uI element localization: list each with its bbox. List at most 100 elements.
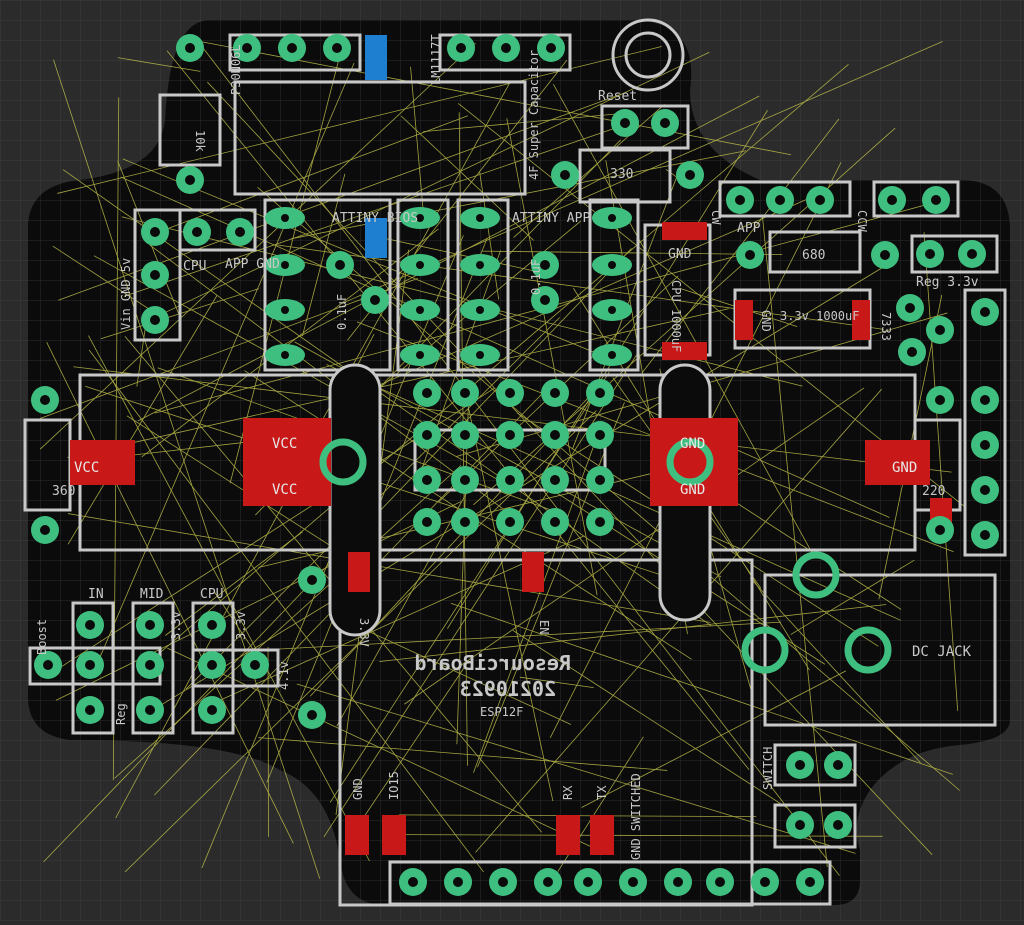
gnd-pad-right-top-label: GND [680, 436, 705, 452]
smd-pad-8 [556, 815, 580, 855]
tht-drill-83 [583, 877, 593, 887]
tht-drill-3 [456, 43, 466, 53]
oval-drill-2 [281, 306, 289, 314]
tht-drill-49 [505, 430, 515, 440]
smd-pad-7 [382, 815, 406, 855]
smd-pad-6 [345, 815, 369, 855]
label-v41: 4.1v [277, 661, 291, 690]
tht-drill-45 [550, 388, 560, 398]
gnd-pad-right-bottom-label: GND [680, 482, 705, 498]
tht-drill-19 [235, 227, 245, 237]
tht-drill-73 [307, 575, 317, 585]
tht-drill-74 [307, 710, 317, 720]
tht-drill-66 [145, 620, 155, 630]
label-io15: IO15 [387, 771, 401, 800]
oval-drill-8 [476, 214, 484, 222]
label-c33-1000: 3.3v 1000uF [780, 309, 859, 323]
label-tx: TX [595, 785, 609, 800]
label-r360: 360 [52, 484, 75, 499]
label-v33a: 3.3v [169, 611, 183, 640]
tht-drill-47 [422, 430, 432, 440]
tht-drill-57 [422, 517, 432, 527]
tht-drill-65 [43, 660, 53, 670]
tht-drill-64 [85, 705, 95, 715]
tht-drill-25 [540, 295, 550, 305]
oval-drill-10 [476, 306, 484, 314]
label-mid: MID [140, 587, 164, 602]
label-r10k: 10k [193, 130, 207, 152]
label-ccw: CCW [855, 210, 869, 232]
tht-drill-81 [498, 877, 508, 887]
blue-part-top [365, 35, 387, 80]
tht-drill-85 [673, 877, 683, 887]
tht-drill-38 [907, 347, 917, 357]
label-dc-jack: DC JACK [912, 644, 972, 660]
label-c33-gnd: GND [759, 310, 773, 332]
tht-drill-0 [242, 43, 252, 53]
tht-drill-62 [85, 620, 95, 630]
tht-drill-76 [833, 760, 843, 770]
tht-drill-52 [422, 475, 432, 485]
oval-drill-9 [476, 261, 484, 269]
tht-drill-6 [185, 43, 195, 53]
tht-drill-9 [660, 118, 670, 128]
label-rx: RX [561, 785, 575, 800]
tht-drill-21 [150, 315, 160, 325]
oval-drill-15 [608, 351, 616, 359]
label-r330: 330 [610, 167, 633, 182]
vcc-pad-left-label: VCC [74, 460, 99, 476]
tht-drill-41 [935, 525, 945, 535]
tht-drill-22 [335, 260, 345, 270]
tht-drill-61 [595, 517, 605, 527]
tht-drill-59 [505, 517, 515, 527]
tht-drill-34 [980, 530, 990, 540]
label-c01-b: 0.1uF [529, 259, 543, 295]
mount-slot-left [330, 365, 380, 635]
tht-drill-33 [980, 485, 990, 495]
tht-drill-40 [40, 525, 50, 535]
tht-drill-70 [207, 660, 217, 670]
tht-drill-43 [460, 388, 470, 398]
tht-drill-69 [207, 620, 217, 630]
tht-drill-18 [192, 227, 202, 237]
tht-drill-77 [795, 820, 805, 830]
smd-pad-12 [735, 300, 753, 340]
tht-drill-14 [815, 195, 825, 205]
oval-drill-11 [476, 351, 484, 359]
tht-drill-80 [453, 877, 463, 887]
tht-drill-63 [85, 660, 95, 670]
label-app-gnd: APP GND [225, 257, 280, 272]
tht-drill-87 [760, 877, 770, 887]
tht-drill-28 [925, 249, 935, 259]
tht-drill-39 [40, 395, 50, 405]
label-vin-gnd-5v: Vin GND 5v [119, 258, 133, 330]
tht-drill-16 [931, 195, 941, 205]
oval-drill-7 [416, 351, 424, 359]
tht-drill-36 [905, 303, 915, 313]
tht-drill-71 [207, 705, 217, 715]
label-reg33: Reg 3.3v [916, 275, 979, 290]
tht-drill-7 [185, 175, 195, 185]
vcc-pad-mid-bottom-label: VCC [272, 482, 297, 498]
gnd-pad-far-right-label: GND [892, 460, 917, 476]
label-c01-a: 0.1uF [335, 294, 349, 330]
label-7333: 7333 [879, 312, 893, 341]
smd-pad-10 [662, 222, 707, 240]
label-gnd-bottom: GND [351, 778, 365, 800]
tht-drill-50 [550, 430, 560, 440]
label-v33c: 3.3V [357, 618, 371, 647]
smd-pad-4 [348, 552, 370, 592]
tht-drill-31 [980, 395, 990, 405]
tht-drill-82 [543, 877, 553, 887]
tht-drill-72 [250, 660, 260, 670]
label-p30n06l: P30N06L [229, 44, 243, 95]
tht-drill-67 [145, 660, 155, 670]
oval-drill-3 [281, 351, 289, 359]
board-title: ResourciBoard [414, 651, 571, 675]
tht-drill-32 [980, 440, 990, 450]
oval-drill-5 [416, 261, 424, 269]
label-switch: SWITCH [761, 747, 775, 790]
tht-drill-84 [628, 877, 638, 887]
